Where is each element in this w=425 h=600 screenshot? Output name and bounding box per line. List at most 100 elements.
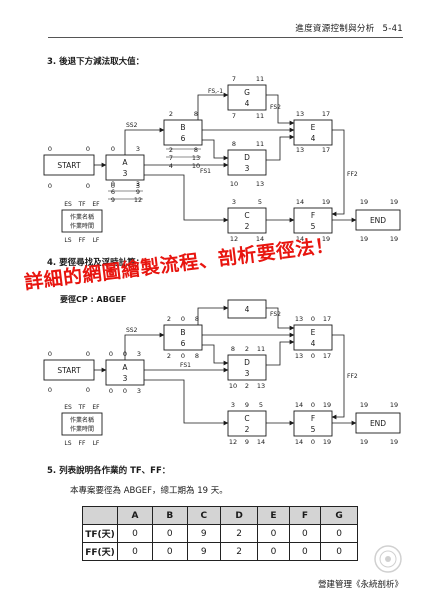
page-number: 5-41 <box>382 24 403 34</box>
legend-line-2: 作業時間 <box>70 222 94 230</box>
node-d-name: D <box>244 153 250 162</box>
d-ef: 11 <box>256 140 264 148</box>
node2-d-name: D <box>244 358 250 367</box>
e2-tf: 0 <box>311 315 315 323</box>
f-ls: 14 <box>296 235 304 243</box>
table-cell: 0 <box>152 524 188 543</box>
a-calc-r2-right: 9 <box>136 188 140 196</box>
arrow-e-f <box>331 129 345 217</box>
rel-fs1: FS1 <box>200 168 211 175</box>
table-cell: 9 <box>186 542 222 561</box>
publisher-seal-icon <box>374 545 402 573</box>
end-bottom-right: 19 <box>390 235 398 243</box>
d-es: 8 <box>232 140 236 148</box>
a-lf: 3 <box>136 182 140 190</box>
node-e-duration: 4 <box>311 134 316 143</box>
e2-ff: 0 <box>311 352 315 360</box>
node-a <box>105 154 145 181</box>
start2-bottom-left: 0 <box>48 386 52 394</box>
node2-a <box>105 359 145 386</box>
legend2-line-1: 作業名稱 <box>70 416 94 424</box>
legend2-tf: TF <box>77 404 86 411</box>
start2-label: START <box>57 366 81 375</box>
b2-ls: 2 <box>167 352 171 360</box>
rel-ff2: FF2 <box>347 171 358 178</box>
node-f <box>293 207 333 234</box>
start2-bottom-right: 0 <box>86 386 90 394</box>
network-diagram-backward-pass: START A 3 B 6 G 4 D 3 C 2 E 4 F 5 END 作業… <box>43 75 401 244</box>
f2-ls: 14 <box>295 438 303 446</box>
table-cell: 2 <box>219 524 259 543</box>
arrow2-d-e <box>266 339 295 366</box>
a2-es: 0 <box>109 350 113 358</box>
arrow-a-c <box>144 174 229 223</box>
table-header-cell <box>82 506 118 525</box>
node2-e <box>293 324 333 351</box>
section-4-title: 4. 要徑尋找及浮時計算： <box>47 258 145 268</box>
node-c-name: C <box>244 211 249 220</box>
table-cell: 0 <box>288 524 322 543</box>
legend2-line-2: 作業時間 <box>70 425 94 433</box>
summary-text: 本專案要徑為 ABGEF，總工期為 19 天。 <box>70 486 228 496</box>
b2-ef: 8 <box>195 315 199 323</box>
a-calc-r1-right: 3 <box>136 180 140 188</box>
table-cell: 0 <box>152 542 188 561</box>
table-cell: 2 <box>219 542 259 561</box>
g-ls: 7 <box>232 112 236 120</box>
c-es: 3 <box>232 198 236 206</box>
node-e <box>293 119 333 146</box>
node2-d <box>227 354 267 381</box>
end-top-right: 19 <box>390 198 398 206</box>
legend-ff: FF <box>79 237 86 244</box>
b-calc-r1-right: 13 <box>192 154 200 162</box>
node2-d-duration: 3 <box>245 369 250 378</box>
e2-lf: 17 <box>323 352 331 360</box>
f2-tf: 0 <box>311 401 315 409</box>
c2-ls: 12 <box>229 438 237 446</box>
node-b-duration: 6 <box>181 134 186 143</box>
legend-box <box>61 209 103 233</box>
node-g <box>227 84 267 111</box>
start-bottom-left: 0 <box>48 182 52 190</box>
legend2-box <box>61 412 103 436</box>
node2-c-name: C <box>244 414 249 423</box>
table-cell: 9 <box>186 524 222 543</box>
node2-e-duration: 4 <box>311 339 316 348</box>
float-table: A B C D E F G TF(天) 0 0 9 2 0 0 0 FF(天) … <box>82 506 358 561</box>
c2-ef: 5 <box>259 401 263 409</box>
c2-tf: 9 <box>245 401 249 409</box>
e-lf: 17 <box>322 146 330 154</box>
d2-lf: 13 <box>257 382 265 390</box>
node-b-name: B <box>180 123 185 132</box>
legend-tf: TF <box>77 201 86 208</box>
table-cell: 0 <box>117 524 153 543</box>
e2-ef: 17 <box>323 315 331 323</box>
a-ls: 0 <box>111 182 115 190</box>
arrow-b-d <box>202 139 229 161</box>
c-lf: 14 <box>256 235 264 243</box>
b-ls: 2 <box>169 146 173 154</box>
arrow-d-e <box>266 134 295 161</box>
node-f-name: F <box>311 211 315 220</box>
a2-lf: 3 <box>137 387 141 395</box>
arrow-group <box>94 92 357 223</box>
node2-g <box>227 299 267 319</box>
table-header-cell: C <box>186 506 222 525</box>
arrow2-b-g <box>197 305 229 325</box>
f2-ef: 19 <box>323 401 331 409</box>
start2-top-left: 0 <box>48 350 52 358</box>
g-ef: 11 <box>256 75 264 83</box>
start-top-right: 0 <box>86 145 90 153</box>
node-c-duration: 2 <box>245 222 250 231</box>
node2-end <box>355 412 401 434</box>
legend-lf: LF <box>93 237 100 244</box>
b2-lf: 8 <box>195 352 199 360</box>
e-ls: 13 <box>296 146 304 154</box>
chapter-title: 進度資源控制與分析 <box>295 24 375 34</box>
a2-ls: 0 <box>109 387 113 395</box>
g-lf: 11 <box>256 112 264 120</box>
d2-ls: 10 <box>229 382 237 390</box>
node2-c-duration: 2 <box>245 425 250 434</box>
b-lf: 8 <box>194 146 198 154</box>
node-a-name: A <box>122 158 128 167</box>
